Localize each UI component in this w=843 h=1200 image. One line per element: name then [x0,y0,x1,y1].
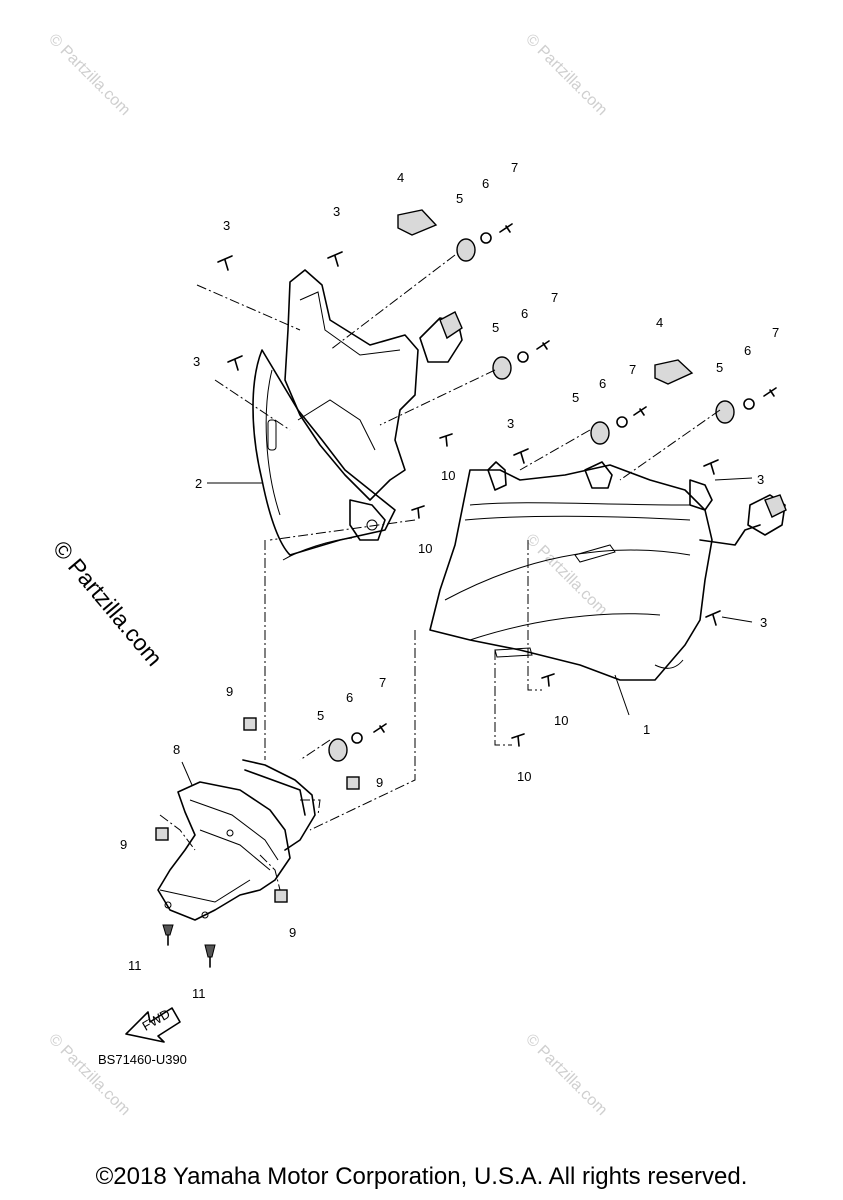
headlight-right [429,461,787,681]
watermark-top-left: © Partzilla.com [45,31,133,119]
headlight-left [252,269,463,561]
callout-9: 9 [289,925,296,940]
callout-3: 3 [223,218,230,233]
callout-1: 1 [643,722,650,737]
hardware [155,209,777,968]
callout-11: 11 [128,958,142,973]
callout-10: 10 [517,769,531,784]
watermark-center: © Partzilla.com [522,531,610,619]
callout-4: 4 [656,315,663,330]
fwd-arrow-icon: FWD [125,1006,181,1043]
diagram-code: BS71460-U390 [98,1052,187,1067]
callout-2: 2 [195,476,202,491]
callout-10: 10 [441,468,455,483]
callout-5: 5 [716,360,723,375]
callout-9: 9 [226,684,233,699]
leader-lines [159,254,753,891]
callout-3: 3 [757,472,764,487]
callout-3: 3 [507,416,514,431]
callout-labels: 1 2 3 3 3 3 3 3 4 4 5 5 5 5 5 6 6 6 6 6 … [120,160,779,1001]
callout-6: 6 [599,376,606,391]
duct-bracket [157,759,316,921]
callout-3: 3 [333,204,340,219]
callout-8: 8 [173,742,180,757]
callout-9: 9 [120,837,127,852]
callout-5: 5 [456,191,463,206]
callout-6: 6 [521,306,528,321]
callout-5: 5 [572,390,579,405]
watermarks: © Partzilla.com © Partzilla.com © Partzi… [45,31,610,1119]
callout-7: 7 [511,160,518,175]
callout-6: 6 [482,176,489,191]
callout-11: 11 [192,986,206,1001]
callout-10: 10 [418,541,432,556]
copyright-notice: ©2018 Yamaha Motor Corporation, U.S.A. A… [95,1163,748,1190]
callout-7: 7 [772,325,779,340]
callout-6: 6 [744,343,751,358]
callout-9: 9 [376,775,383,790]
watermark-top-right: © Partzilla.com [522,31,610,119]
callout-7: 7 [551,290,558,305]
watermark-bottom-right: © Partzilla.com [522,1031,610,1119]
callout-4: 4 [397,170,404,185]
watermark-bottom-left: © Partzilla.com [45,1031,133,1119]
callout-5: 5 [317,708,324,723]
callout-3: 3 [760,615,767,630]
callout-6: 6 [346,690,353,705]
callout-7: 7 [379,675,386,690]
callout-7: 7 [629,362,636,377]
callout-10: 10 [554,713,568,728]
callout-5: 5 [492,320,499,335]
callout-3: 3 [193,354,200,369]
